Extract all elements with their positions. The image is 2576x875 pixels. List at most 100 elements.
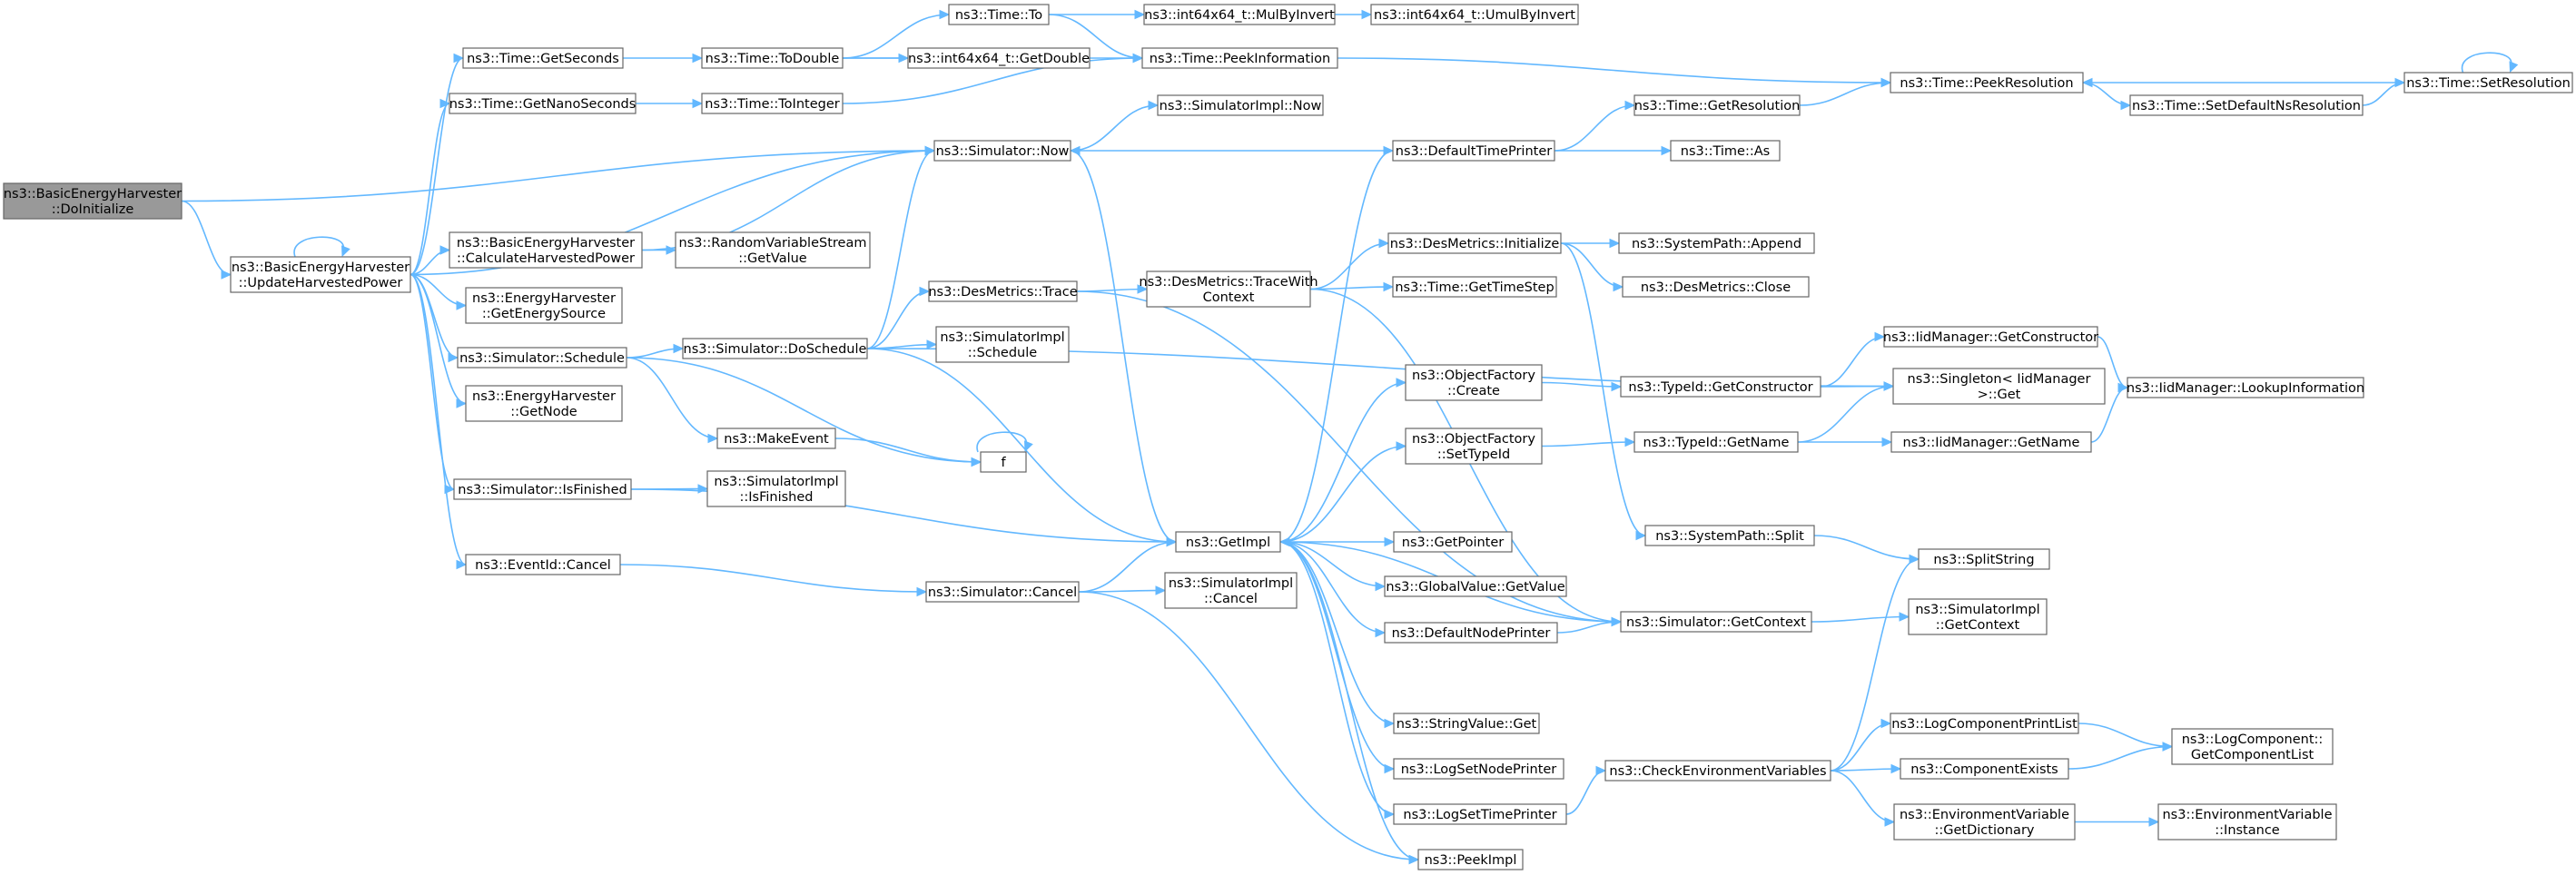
- edge-line: [1279, 150, 1394, 543]
- edge-arrowhead: [1624, 100, 1636, 111]
- node-tidgetname[interactable]: ns3::TypeId::GetName: [1633, 431, 1799, 453]
- node-siicancel[interactable]: ns3::SimulatorImpl::Cancel: [1164, 572, 1298, 609]
- edge-arrowhead: [1624, 437, 1636, 447]
- edge-dminit-dmclose: [1560, 242, 1624, 292]
- node-splitstr[interactable]: ns3::SplitString: [1918, 548, 2050, 570]
- edge-arrowhead: [1375, 627, 1387, 638]
- node-getnano[interactable]: ns3::Time::GetNanoSeconds: [449, 93, 637, 114]
- node-iidgetname[interactable]: ns3::IidManager::GetName: [1890, 431, 2092, 453]
- node-root[interactable]: ns3::BasicEnergyHarvester::DoInitialize: [3, 182, 183, 220]
- node-chp[interactable]: ns3::BasicEnergyHarvester::CalculateHarv…: [449, 231, 643, 269]
- edge-simnow-siinow: [1070, 100, 1160, 152]
- node-dmtrace[interactable]: ns3::DesMetrics::Trace: [928, 280, 1078, 302]
- node-lcpl[interactable]: ns3::LogComponentPrintList: [1890, 713, 2079, 734]
- node-siigetctx[interactable]: ns3::SimulatorImpl::GetContext: [1908, 598, 2048, 635]
- node-box: [1670, 140, 1781, 162]
- node-singleton[interactable]: ns3::Singleton< IidManager>::Get: [1892, 368, 2106, 405]
- node-peekres[interactable]: ns3::Time::PeekResolution: [1890, 72, 2084, 93]
- edge-simcancel-peekimpl: [1078, 591, 1420, 865]
- node-label: ns3::Time::ToInteger: [705, 97, 839, 112]
- node-setdef[interactable]: ns3::Time::SetDefaultNsResolution: [2129, 94, 2364, 116]
- node-gvget[interactable]: ns3::GlobalValue::GetValue: [1384, 575, 1567, 597]
- node-label: ::DoInitialize: [52, 202, 134, 217]
- node-box: [682, 338, 868, 359]
- node-siifin[interactable]: ns3::SimulatorImpl::IsFinished: [706, 470, 846, 507]
- node-getpointer[interactable]: ns3::GetPointer: [1393, 531, 1513, 553]
- node-makeev[interactable]: ns3::MakeEvent: [716, 428, 836, 449]
- node-box: [2157, 803, 2337, 841]
- node-getsec[interactable]: ns3::Time::GetSeconds: [462, 47, 624, 69]
- node-label: ns3::int64x64_t::UmulByInvert: [1374, 8, 1575, 23]
- edge-arrowhead: [221, 270, 232, 280]
- node-svget[interactable]: ns3::StringValue::Get: [1393, 713, 1540, 734]
- edge-arrowhead: [1909, 554, 1920, 565]
- node-getnode[interactable]: ns3::EnergyHarvester::GetNode: [465, 385, 623, 422]
- edge-line: [976, 431, 1028, 453]
- node-box: [230, 256, 411, 293]
- node-tidgetctor[interactable]: ns3::TypeId::GetConstructor: [1620, 376, 1821, 398]
- node-umul[interactable]: ns3::int64x64_t::UmulByInvert: [1370, 4, 1579, 25]
- node-evcancel[interactable]: ns3::EventId::Cancel: [465, 554, 621, 575]
- node-evgetdict[interactable]: ns3::EnvironmentVariable::GetDictionary: [1893, 803, 2076, 841]
- node-dminit[interactable]: ns3::DesMetrics::Initialize: [1387, 232, 1562, 254]
- edge-line: [1279, 445, 1406, 543]
- node-siinow[interactable]: ns3::SimulatorImpl::Now: [1157, 94, 1324, 116]
- node-ofcreate[interactable]: ns3::ObjectFactory::Create: [1405, 364, 1543, 401]
- node-dosched[interactable]: ns3::Simulator::DoSchedule: [682, 338, 868, 359]
- node-label: ::GetValue: [738, 251, 807, 266]
- node-sched[interactable]: ns3::Simulator::Schedule: [457, 347, 627, 369]
- node-gettimestep[interactable]: ns3::Time::GetTimeStep: [1392, 276, 1557, 298]
- node-simnow[interactable]: ns3::Simulator::Now: [933, 140, 1071, 162]
- node-label: ns3::DesMetrics::Initialize: [1390, 237, 1560, 251]
- edge-arrowhead: [1134, 9, 1146, 20]
- node-ofsettype[interactable]: ns3::ObjectFactory::SetTypeId: [1405, 428, 1543, 465]
- node-peekinfo[interactable]: ns3::Time::PeekInformation: [1141, 47, 1338, 69]
- edge-getimpl-gvget: [1279, 541, 1387, 592]
- call-graph-edges: [181, 9, 2519, 865]
- node-lsnp[interactable]: ns3::LogSetNodePrinter: [1393, 758, 1564, 780]
- node-box: [465, 554, 621, 575]
- node-spsplit[interactable]: ns3::SystemPath::Split: [1644, 525, 1815, 546]
- node-timeto[interactable]: ns3::Time::To: [948, 4, 1050, 25]
- node-getimpl[interactable]: ns3::GetImpl: [1175, 531, 1281, 553]
- edge-arrowhead: [444, 484, 456, 495]
- edge-arrowhead: [1609, 238, 1621, 249]
- node-evinst[interactable]: ns3::EnvironmentVariable::Instance: [2157, 803, 2337, 841]
- node-getdbl[interactable]: ns3::int64x64_t::GetDouble: [907, 47, 1091, 69]
- node-lookupinfo[interactable]: ns3::IidManager::LookupInformation: [2127, 377, 2364, 398]
- node-tointeger[interactable]: ns3::Time::ToInteger: [701, 93, 844, 114]
- edge-line: [1799, 82, 1891, 106]
- node-f[interactable]: f: [980, 451, 1027, 473]
- node-label: ns3::Time::As: [1681, 144, 1770, 159]
- node-setres[interactable]: ns3::Time::SetResolution: [2403, 72, 2573, 93]
- node-label: ::SetTypeId: [1437, 447, 1510, 462]
- node-dtp[interactable]: ns3::DefaultTimePrinter: [1392, 140, 1555, 162]
- node-isfin[interactable]: ns3::Simulator::IsFinished: [453, 478, 632, 500]
- node-compexists[interactable]: ns3::ComponentExists: [1900, 758, 2069, 780]
- node-ges[interactable]: ns3::EnergyHarvester::GetEnergySource: [465, 287, 623, 324]
- node-simcancel[interactable]: ns3::Simulator::Cancel: [925, 581, 1080, 603]
- node-label: ::Schedule: [968, 346, 1037, 360]
- node-timeas[interactable]: ns3::Time::As: [1670, 140, 1781, 162]
- node-dmclose[interactable]: ns3::DesMetrics::Close: [1622, 276, 1810, 298]
- edge-line: [1830, 770, 1895, 823]
- edge-peekinfo-peekres: [1337, 57, 1892, 88]
- node-lcgetlist[interactable]: ns3::LogComponent::GetComponentList: [2171, 728, 2334, 765]
- node-todouble[interactable]: ns3::Time::ToDouble: [701, 47, 844, 69]
- node-uhp[interactable]: ns3::BasicEnergyHarvester::UpdateHarvest…: [230, 256, 411, 293]
- node-rvs[interactable]: ns3::RandomVariableStream::GetValue: [675, 231, 871, 269]
- node-dnp[interactable]: ns3::DefaultNodePrinter: [1384, 622, 1558, 644]
- node-getres[interactable]: ns3::Time::GetResolution: [1633, 94, 1801, 116]
- node-peekimpl[interactable]: ns3::PeekImpl: [1417, 849, 1524, 870]
- node-iidgetctor[interactable]: ns3::IidManager::GetConstructor: [1883, 326, 2098, 348]
- node-simgetctx[interactable]: ns3::Simulator::GetContext: [1620, 611, 1812, 633]
- node-box: [706, 470, 846, 507]
- node-lstp[interactable]: ns3::LogSetTimePrinter: [1393, 803, 1567, 825]
- node-siisched[interactable]: ns3::SimulatorImpl::Schedule: [935, 326, 1070, 363]
- node-mulinv[interactable]: ns3::int64x64_t::MulByInvert: [1143, 4, 1336, 25]
- node-spappend[interactable]: ns3::SystemPath::Append: [1618, 232, 1815, 254]
- node-box: [1893, 803, 2076, 841]
- node-cev[interactable]: ns3::CheckEnvironmentVariables: [1604, 760, 1831, 782]
